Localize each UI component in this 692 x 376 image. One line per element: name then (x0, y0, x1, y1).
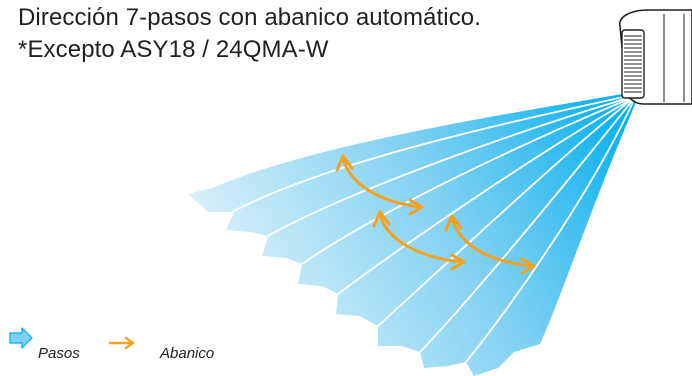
orange-arrow-icon (108, 336, 135, 350)
airflow-stream-lines (231, 95, 634, 363)
swing-arrow-3 (444, 214, 536, 275)
fan-swing-arrows (335, 154, 536, 275)
airflow-fan (188, 93, 636, 376)
legend-fan-label: Abanico (160, 345, 215, 362)
legend (9, 327, 135, 350)
swing-arrow-1 (335, 154, 424, 216)
blue-arrow-icon (9, 327, 33, 349)
title-line-1: Dirección 7-pasos con abanico automático… (18, 4, 482, 31)
wall-air-conditioner-icon (619, 9, 692, 105)
legend-steps-label: Pasos (38, 345, 80, 362)
diagram-title: Dirección 7-pasos con abanico automático… (18, 2, 481, 66)
title-line-2: *Excepto ASY18 / 24QMA-W (18, 36, 329, 63)
airflow-area (188, 93, 636, 376)
swing-arrow-2 (372, 210, 466, 271)
